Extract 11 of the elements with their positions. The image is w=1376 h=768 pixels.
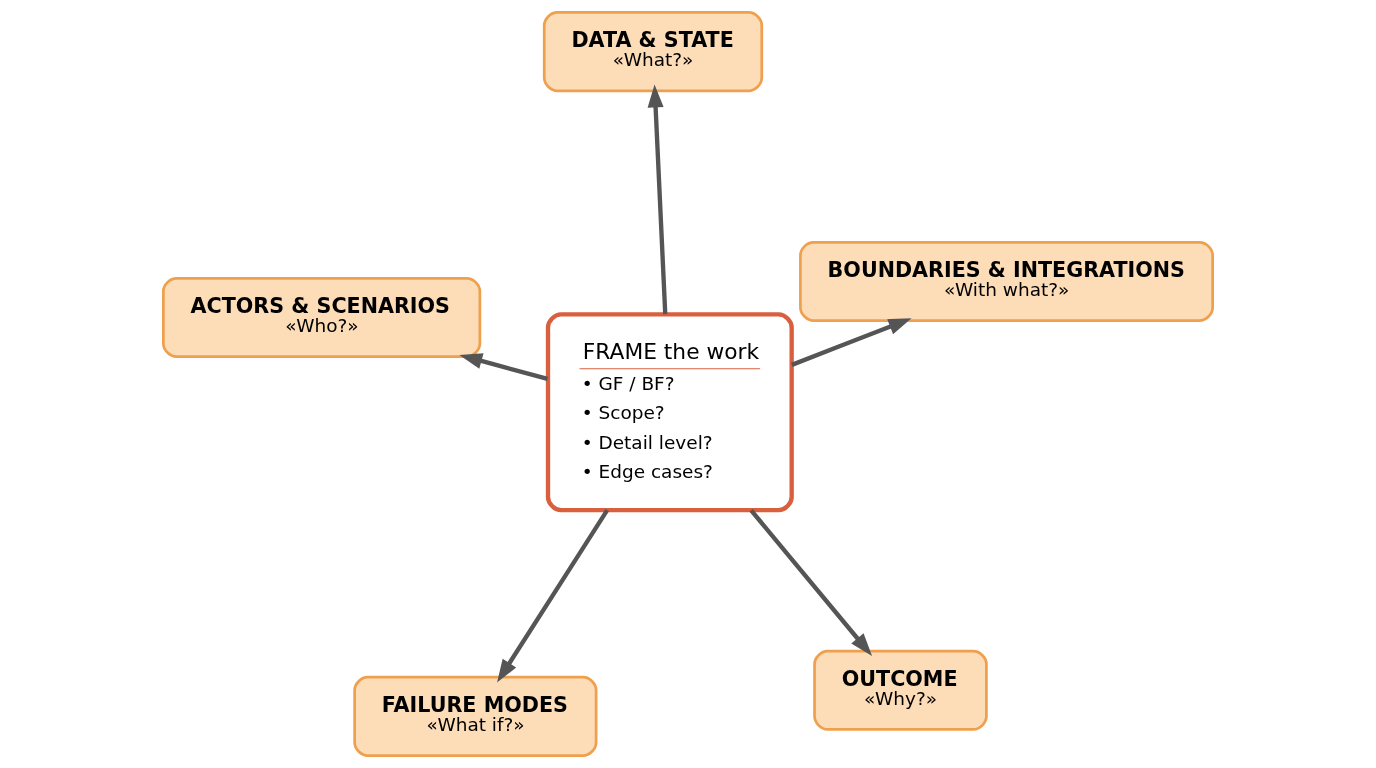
arrow — [749, 508, 873, 656]
node-box: FAILURE MODES «What if?» — [353, 675, 598, 757]
node-box: ACTORS & SCENARIOS «Who?» — [162, 276, 482, 358]
node-box: FRAME the work • GF / BF? • Scope? • Detail level? • Edge cases? — [545, 312, 794, 513]
arrow — [791, 318, 912, 367]
arrow — [459, 353, 549, 382]
node-box: OUTCOME «Why?» — [813, 649, 988, 731]
node-box: DATA & STATE «What?» — [542, 11, 764, 93]
arrow — [497, 509, 610, 683]
node-box: BOUNDARIES & INTEGRATIONS «With what?» — [799, 240, 1214, 322]
arrow — [647, 84, 668, 315]
